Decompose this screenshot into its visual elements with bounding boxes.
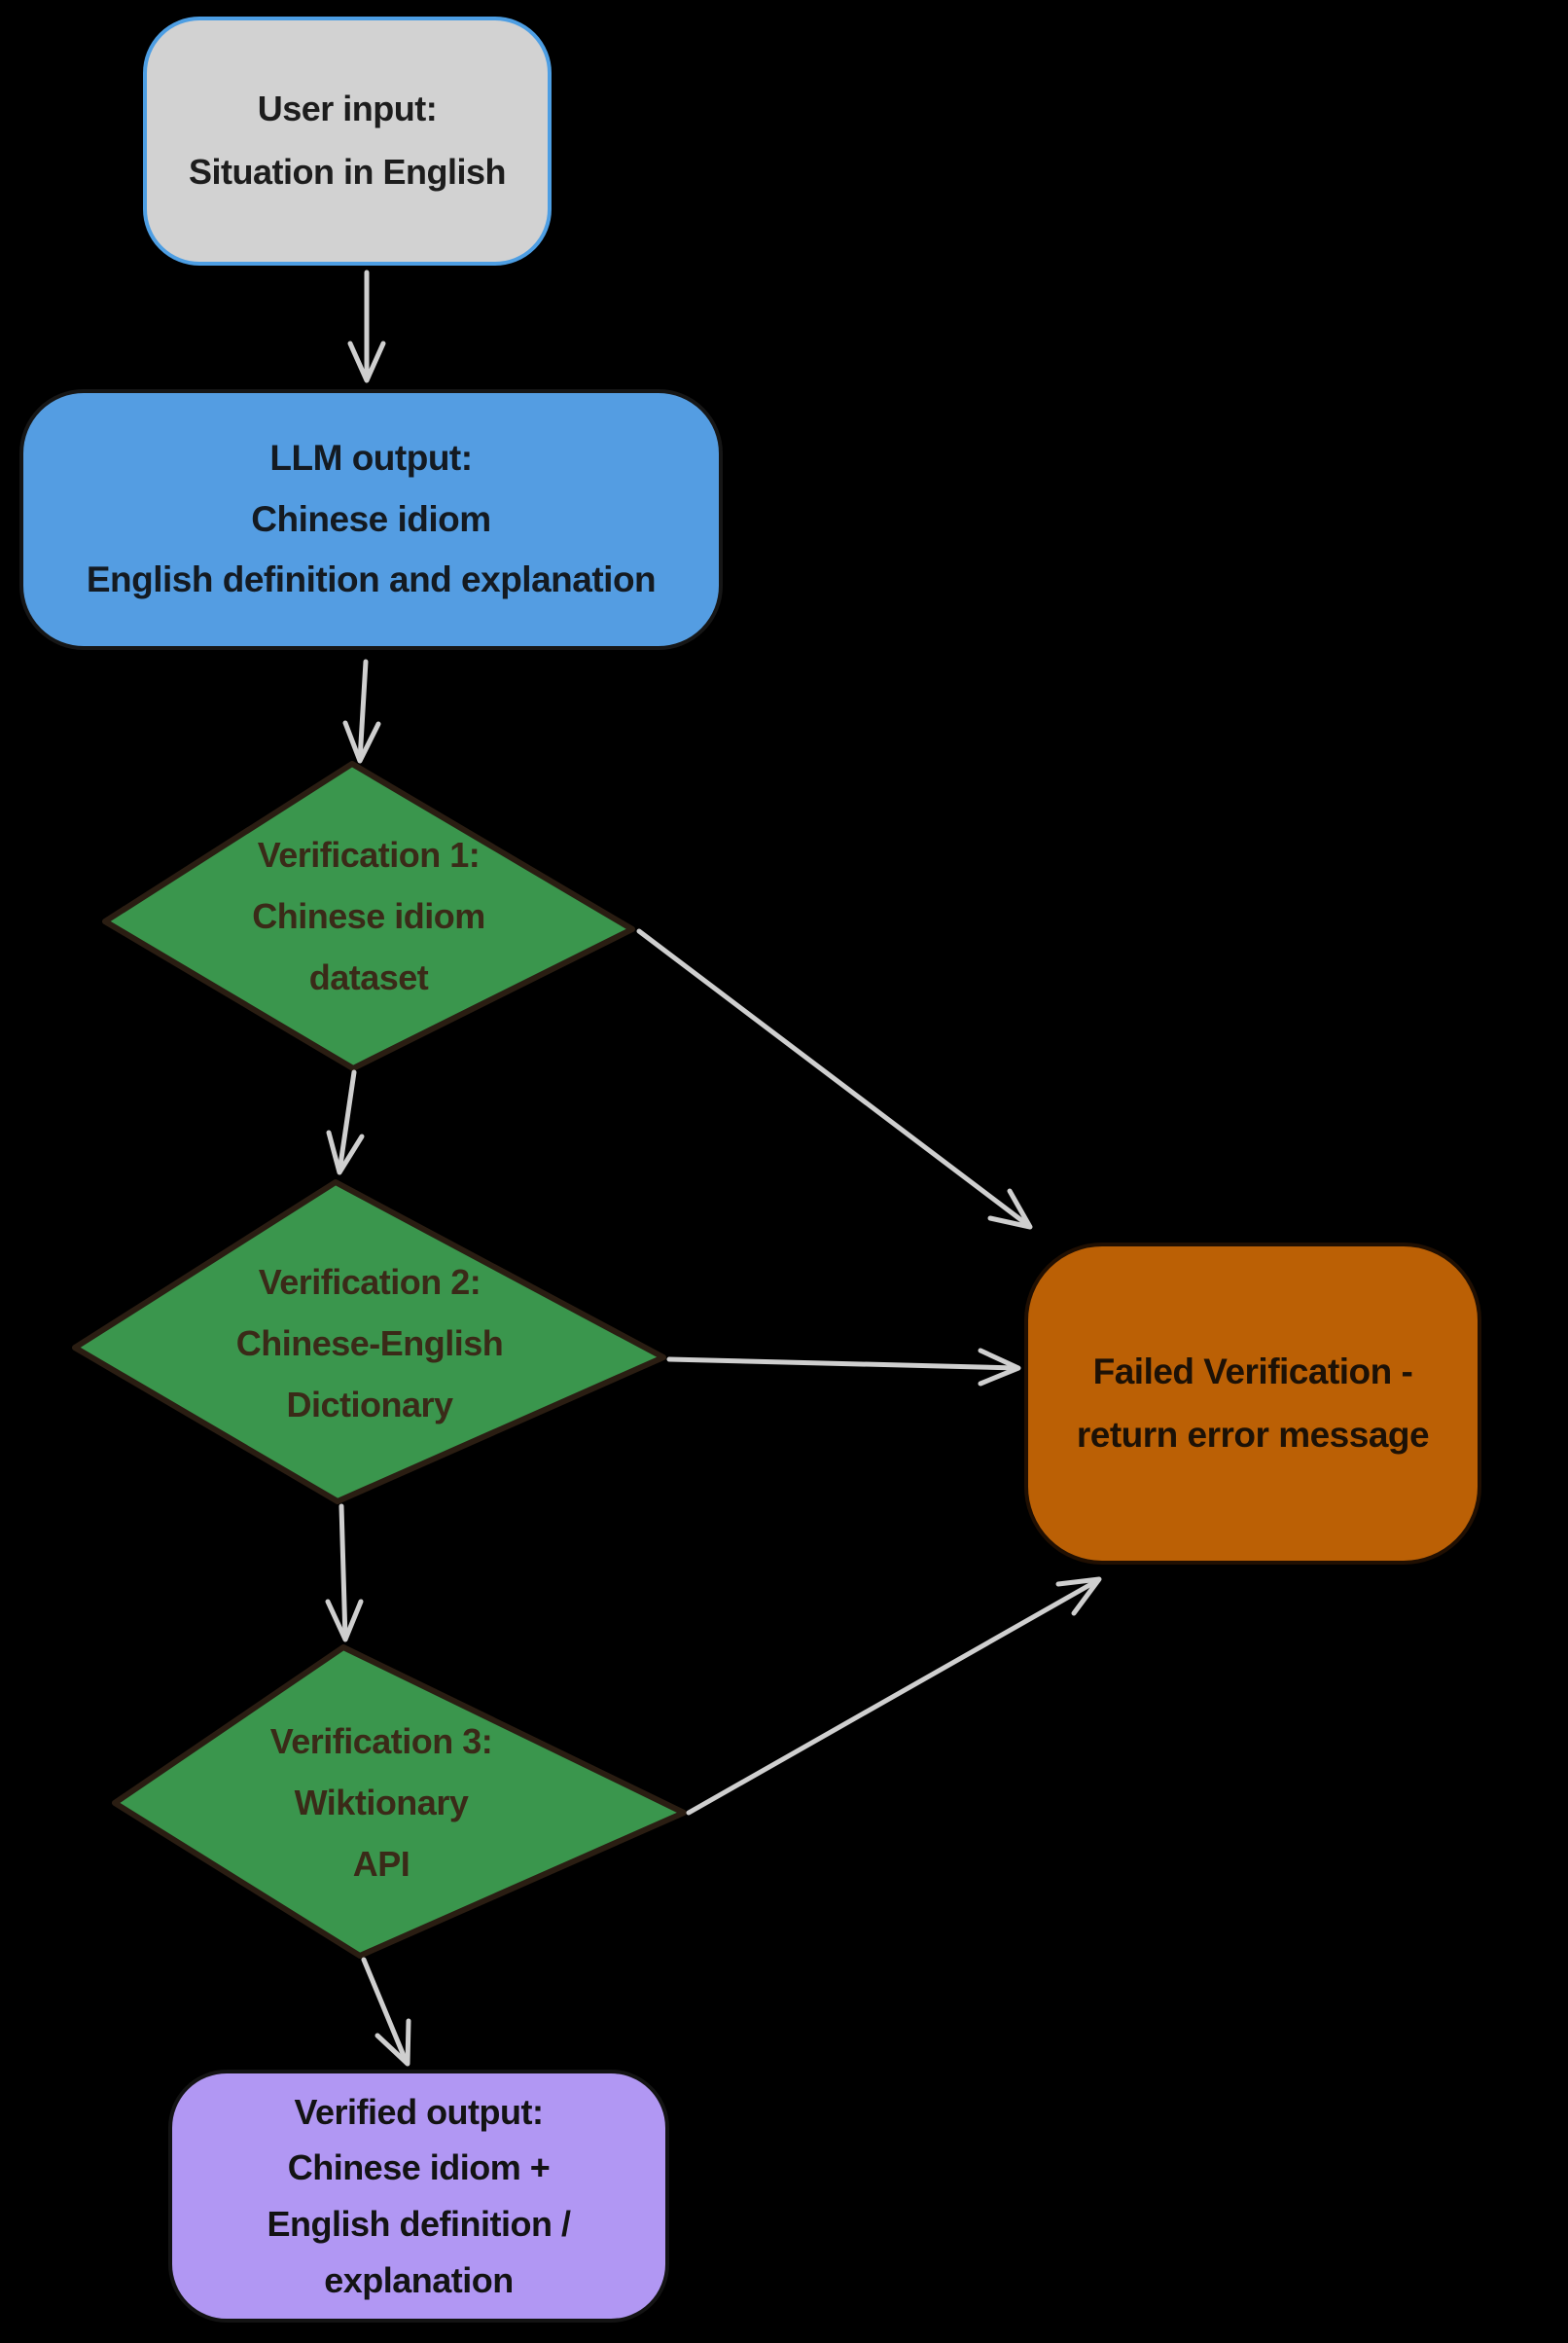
edge-verification-1-to-verification-2 — [326, 1069, 365, 1175]
node-verification-1-line: Verification 1: — [257, 834, 481, 875]
node-verification-2-line: Dictionary — [286, 1384, 453, 1424]
node-verification-3-line: Wiktionary — [294, 1782, 469, 1822]
verification-3-diamond — [112, 1644, 687, 1959]
verification-1-diamond — [102, 761, 635, 1071]
edge-verification-3-to-failed-verification — [686, 1576, 1102, 1816]
node-verification-1-line: Chinese idiom — [252, 895, 485, 936]
node-llm-output-line: Chinese idiom — [251, 498, 491, 539]
node-verified-output: Verified output: Chinese idiom + English… — [168, 2070, 669, 2323]
node-verification-2-label: Verification 2: Chinese-English Dictiona… — [156, 1250, 584, 1435]
node-failed-verification: Failed Verification - return error messa… — [1024, 1243, 1481, 1565]
edge-user-input-to-llm-output — [347, 270, 386, 383]
node-verified-output-line: English definition / — [267, 2204, 571, 2244]
node-verification-2-line: Verification 2: — [258, 1261, 481, 1302]
node-user-input: User input: Situation in English — [143, 17, 552, 266]
node-verification-1-line: dataset — [308, 956, 429, 997]
node-verification-1-label: Verification 1: Chinese idiom dataset — [155, 823, 583, 1008]
node-user-input-line: Situation in English — [189, 152, 507, 192]
edge-verification-2-to-failed-verification — [666, 1348, 1021, 1387]
verification-2-diamond — [72, 1179, 666, 1504]
node-verified-output-line: Chinese idiom + — [287, 2147, 551, 2188]
node-verification-3-line: Verification 3: — [269, 1720, 493, 1761]
edge-llm-output-to-verification-1 — [342, 659, 381, 764]
node-llm-output: LLM output: Chinese idiom English defini… — [19, 389, 723, 650]
edge-verification-3-to-verified-output — [361, 1957, 411, 2067]
node-verified-output-line: Verified output: — [294, 2091, 545, 2132]
node-llm-output-line: English definition and explanation — [86, 559, 657, 600]
node-verification-3-line: API — [352, 1843, 410, 1884]
node-user-input-line: User input: — [257, 89, 438, 129]
node-llm-output-line: LLM output: — [269, 437, 473, 478]
edge-verification-1-to-failed-verification — [636, 928, 1033, 1230]
node-verification-2-line: Chinese-English — [235, 1322, 504, 1363]
node-failed-verification-line: Failed Verification - — [1092, 1351, 1413, 1391]
edge-verification-2-to-verification-3 — [325, 1503, 364, 1642]
node-verified-output-line: explanation — [324, 2259, 514, 2300]
node-failed-verification-line: return error message — [1076, 1414, 1430, 1455]
node-verification-3-label: Verification 3: Wiktionary API — [167, 1710, 595, 1894]
